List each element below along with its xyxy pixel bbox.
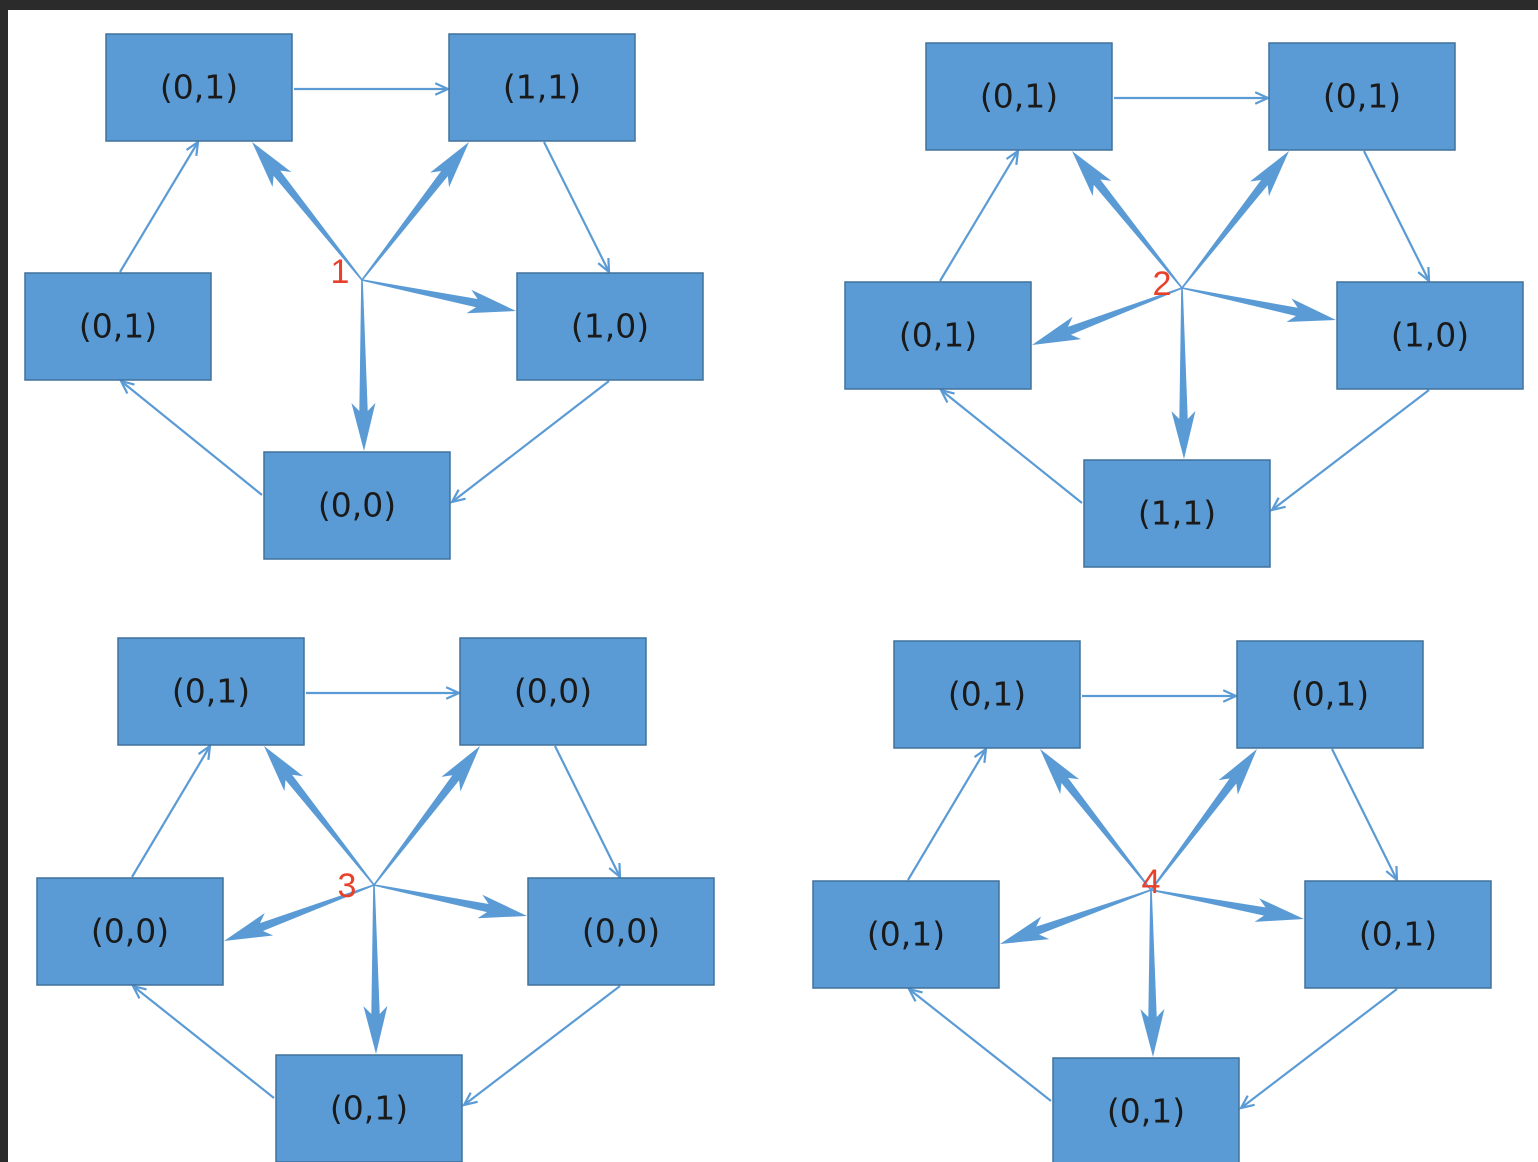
hub-arrow-top-right bbox=[1181, 151, 1289, 289]
graph-4: (0,1) (0,1) (0,1) (0,1) (0,1) 4 bbox=[812, 640, 1492, 1162]
state-node-top-left: (0,1) bbox=[105, 33, 293, 142]
edge-top-left-to-top-right bbox=[1114, 91, 1271, 105]
state-node-mid-right: (0,1) bbox=[1304, 880, 1492, 989]
state-node-mid-left: (0,0) bbox=[36, 877, 224, 986]
hub-arrow-bottom bbox=[1171, 287, 1196, 459]
edge-bottom-to-mid-left bbox=[118, 379, 263, 496]
state-node-bottom: (0,1) bbox=[275, 1054, 463, 1162]
hub-number-label: 1 bbox=[331, 253, 350, 291]
hub-arrow-top-left bbox=[1040, 749, 1152, 891]
hub-arrow-mid-right bbox=[361, 279, 516, 314]
state-label: (0,1) bbox=[867, 915, 945, 954]
state-label: (1,0) bbox=[1391, 316, 1469, 355]
edge-bottom-to-mid-left bbox=[130, 984, 275, 1099]
hub-arrow-top-right bbox=[1150, 749, 1257, 891]
state-label: (1,1) bbox=[1138, 494, 1216, 533]
hub-arrow-bottom bbox=[1140, 889, 1165, 1057]
edge-top-left-to-top-right bbox=[294, 82, 451, 96]
state-label: (0,1) bbox=[1291, 675, 1369, 714]
graph-3: (0,1) (0,0) (0,0) (0,0) (0,1) 3 bbox=[36, 637, 715, 1162]
hub-number-label: 2 bbox=[1153, 265, 1172, 303]
hub-arrow-top-left bbox=[264, 746, 375, 886]
state-label: (0,1) bbox=[172, 672, 250, 711]
state-label: (0,1) bbox=[160, 68, 238, 107]
state-label: (0,1) bbox=[1107, 1092, 1185, 1131]
state-node-mid-right: (1,0) bbox=[1336, 281, 1524, 390]
edge-mid-left-to-top-left bbox=[131, 743, 212, 878]
state-label: (0,1) bbox=[899, 316, 977, 355]
state-node-top-left: (0,1) bbox=[117, 637, 305, 746]
edge-mid-left-to-top-left bbox=[907, 746, 988, 881]
hub-arrow-mid-right bbox=[1181, 287, 1336, 322]
state-node-mid-left: (0,1) bbox=[24, 272, 212, 381]
state-label: (0,1) bbox=[1359, 915, 1437, 954]
hub-number-label: 4 bbox=[1142, 863, 1161, 901]
hub-arrow-mid-right bbox=[373, 884, 527, 919]
hub-arrow-top-left bbox=[1072, 151, 1183, 289]
hub-arrow-mid-left bbox=[224, 884, 375, 941]
state-node-bottom: (0,1) bbox=[1052, 1057, 1240, 1162]
state-node-top-left: (0,1) bbox=[893, 640, 1081, 749]
state-node-top-right: (1,1) bbox=[448, 33, 636, 142]
edge-top-left-to-top-right bbox=[306, 686, 462, 700]
edge-top-right-to-mid-right bbox=[1363, 150, 1431, 284]
edge-top-right-to-mid-right bbox=[554, 745, 622, 880]
hub-arrow-top-left bbox=[252, 142, 363, 281]
state-label: (0,1) bbox=[1323, 77, 1401, 116]
state-label: (0,0) bbox=[91, 912, 169, 951]
white-canvas bbox=[8, 10, 1538, 1162]
state-node-mid-left: (0,1) bbox=[812, 880, 1000, 989]
edge-mid-right-to-bottom bbox=[449, 380, 610, 504]
state-label: (0,0) bbox=[318, 486, 396, 525]
hub-arrow-mid-right bbox=[1150, 889, 1304, 922]
edge-top-right-to-mid-right bbox=[1331, 748, 1399, 883]
state-node-mid-right: (1,0) bbox=[516, 272, 704, 381]
state-node-top-right: (0,1) bbox=[1268, 42, 1456, 151]
edge-mid-right-to-bottom bbox=[1269, 389, 1430, 512]
state-label: (0,1) bbox=[980, 77, 1058, 116]
state-label: (1,1) bbox=[503, 68, 581, 107]
state-label: (0,0) bbox=[514, 672, 592, 711]
state-label: (0,1) bbox=[79, 307, 157, 346]
edge-mid-left-to-top-left bbox=[939, 148, 1020, 282]
state-node-mid-right: (0,0) bbox=[527, 877, 715, 986]
edge-bottom-to-mid-left bbox=[938, 388, 1083, 504]
hub-arrow-bottom bbox=[351, 279, 376, 451]
state-node-mid-left: (0,1) bbox=[844, 281, 1032, 390]
hub-number-label: 3 bbox=[338, 867, 357, 905]
edge-mid-right-to-bottom bbox=[461, 985, 621, 1107]
graph-1: (0,1) (1,1) (0,1) (1,0) (0,0) 1 bbox=[24, 33, 704, 560]
edge-mid-right-to-bottom bbox=[1238, 988, 1398, 1110]
state-node-top-right: (0,0) bbox=[459, 637, 647, 746]
state-node-top-right: (0,1) bbox=[1236, 640, 1424, 749]
state-node-top-left: (0,1) bbox=[925, 42, 1113, 151]
hub-arrow-bottom bbox=[363, 884, 388, 1054]
state-label: (0,1) bbox=[948, 675, 1026, 714]
graph-2: (0,1) (0,1) (0,1) (1,0) (1,1) 2 bbox=[844, 42, 1524, 568]
hub-arrow-mid-left bbox=[1000, 889, 1152, 944]
edge-top-left-to-top-right bbox=[1082, 689, 1239, 703]
edge-bottom-to-mid-left bbox=[906, 987, 1052, 1102]
state-node-bottom: (1,1) bbox=[1083, 459, 1271, 568]
state-label: (0,1) bbox=[330, 1089, 408, 1128]
edge-mid-left-to-top-left bbox=[119, 139, 200, 273]
state-label: (0,0) bbox=[582, 912, 660, 951]
state-label: (1,0) bbox=[571, 307, 649, 346]
edge-top-right-to-mid-right bbox=[543, 141, 611, 275]
hub-arrow-top-right bbox=[373, 746, 480, 886]
state-node-bottom: (0,0) bbox=[263, 451, 451, 560]
hub-arrow-top-right bbox=[361, 142, 469, 281]
hub-arrow-mid-left bbox=[1032, 287, 1183, 345]
